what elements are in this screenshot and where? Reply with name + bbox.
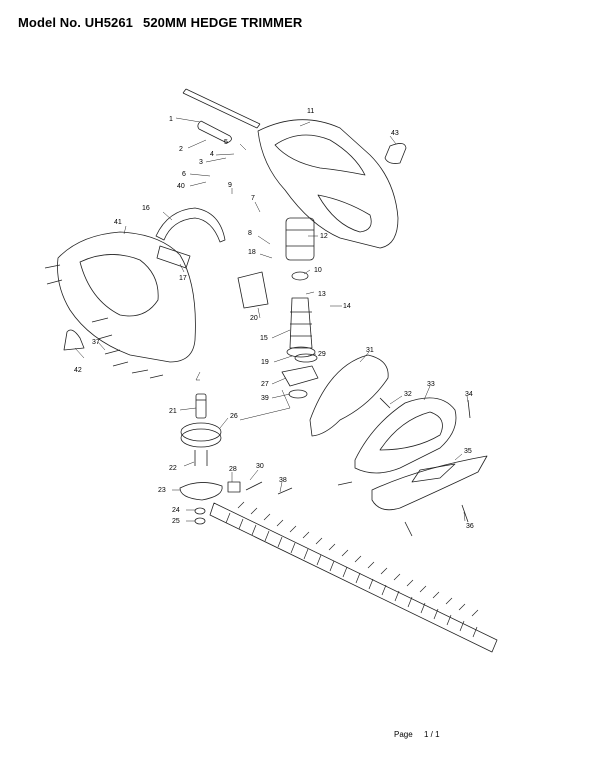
page-count: 1 / 1 (424, 730, 440, 739)
callout-17: 17 (179, 275, 187, 282)
part-12-stator (285, 217, 315, 261)
callout-16: 16 (142, 205, 150, 212)
callout-34: 34 (465, 391, 473, 398)
part-16-guard (155, 207, 226, 243)
callout-25: 25 (172, 518, 180, 525)
callout-40: 40 (177, 183, 185, 190)
callout-35: 35 (464, 448, 472, 455)
part-1-shaft (182, 88, 261, 129)
blade-teeth (225, 501, 479, 638)
callout-26: 26 (230, 413, 238, 420)
callout-37: 37 (92, 339, 100, 346)
callout-30: 30 (256, 463, 264, 470)
callout-31: 31 (366, 347, 374, 354)
callout-33: 33 (427, 381, 435, 388)
callout-41: 41 (114, 219, 122, 226)
part-43-label (384, 143, 407, 164)
callout-24: 24 (172, 507, 180, 514)
page-title: Model No. UH5261 520MM HEDGE TRIMMER (18, 15, 302, 30)
callout-15: 15 (260, 335, 268, 342)
callout-9: 9 (228, 182, 232, 189)
callout-3: 3 (199, 159, 203, 166)
callout-10: 10 (314, 267, 322, 274)
part-41-housing (57, 231, 196, 363)
part-2-sleeve (197, 120, 232, 144)
callout-11: 11 (307, 108, 314, 115)
callout-38: 38 (279, 477, 287, 484)
part-26-gear (180, 422, 222, 442)
part-31-handle (309, 354, 389, 437)
callout-7: 7 (251, 195, 255, 202)
callout-2: 2 (179, 146, 183, 153)
product-name: 520MM HEDGE TRIMMER (143, 15, 303, 30)
callout-13: 13 (318, 291, 326, 298)
callout-32: 32 (404, 391, 412, 398)
callout-6: 6 (182, 171, 186, 178)
page-label: Page (394, 730, 413, 739)
callout-4: 4 (210, 151, 214, 158)
callout-36: 36 (466, 523, 474, 530)
callout-20: 20 (250, 315, 258, 322)
part-20-switch (237, 271, 269, 309)
part-23-crank (179, 482, 223, 501)
callout-42: 42 (74, 367, 82, 374)
part-42-label (63, 329, 85, 351)
callout-27: 27 (261, 381, 269, 388)
part-35-guard (371, 455, 488, 511)
callout-29: 29 (318, 351, 326, 358)
part-callouts: 1 2 3 4 5 6 7 8 9 10 11 12 13 14 15 16 1… (74, 108, 474, 530)
part-11-housing (257, 119, 399, 249)
callout-1: 1 (169, 116, 173, 123)
callout-39: 39 (261, 395, 269, 402)
callout-19: 19 (261, 359, 269, 366)
part-15-armature (289, 297, 313, 349)
callout-22: 22 (169, 465, 177, 472)
model-number: Model No. UH5261 (18, 15, 134, 30)
callout-23: 23 (158, 487, 166, 494)
callout-21: 21 (169, 408, 177, 415)
callout-43: 43 (391, 130, 399, 137)
callout-14: 14 (343, 303, 351, 310)
callout-8: 8 (248, 230, 252, 237)
callout-18: 18 (248, 249, 256, 256)
callout-12: 12 (320, 233, 328, 240)
callout-5: 5 (224, 139, 228, 146)
blade-bar (209, 502, 498, 653)
part-33-rear-handle (354, 397, 457, 474)
callout-28: 28 (229, 466, 237, 473)
